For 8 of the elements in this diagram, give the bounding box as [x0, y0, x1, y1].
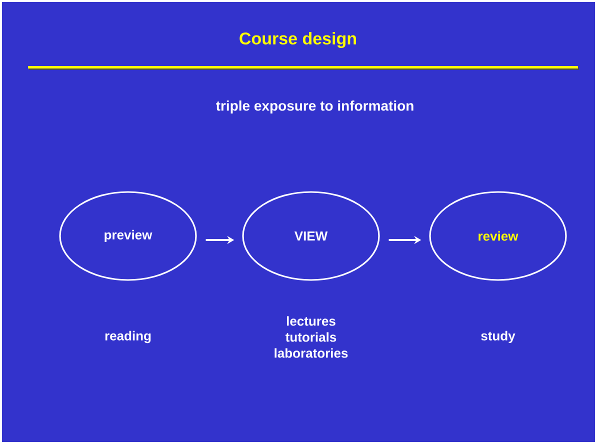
ellipse-node: VIEW: [242, 191, 380, 281]
caption-text: lectures tutorials laboratories: [274, 316, 348, 358]
caption-text: reading: [105, 330, 151, 344]
caption-text: study: [481, 330, 516, 344]
ellipse-node: review: [429, 191, 567, 281]
subtitle: triple exposure to information: [216, 100, 414, 114]
title: Course design: [240, 32, 356, 48]
ellipse-node: preview: [59, 191, 197, 281]
